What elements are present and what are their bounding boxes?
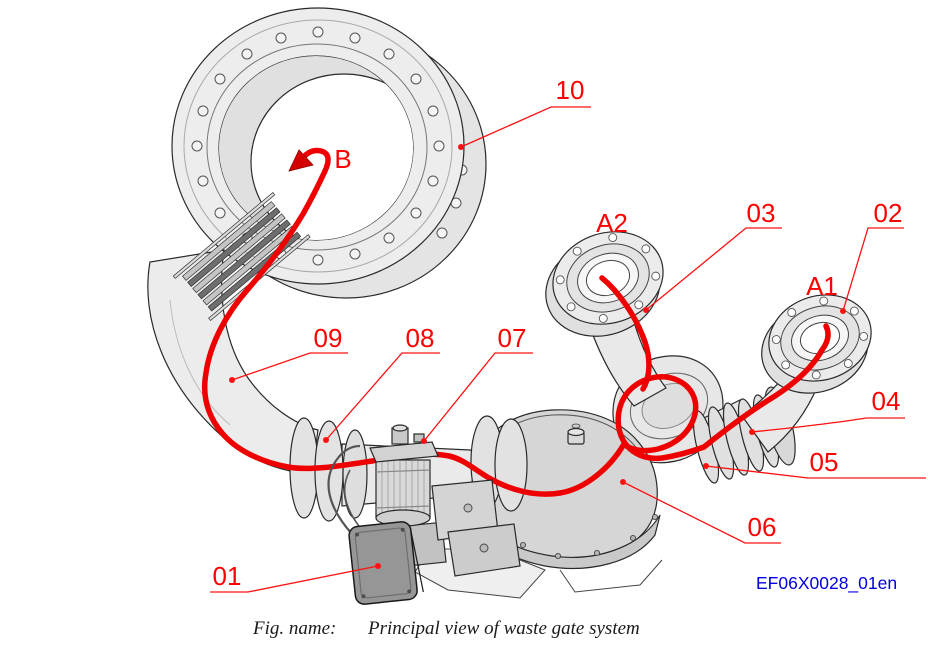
leader-07 <box>421 352 533 444</box>
leader-04 <box>749 417 905 435</box>
gas-flow-path <box>201 147 831 497</box>
flange-bolt-holes <box>191 26 445 266</box>
flange-a1 <box>761 294 872 394</box>
leader-01 <box>210 563 381 593</box>
callout-10: 10 <box>556 75 585 105</box>
callout-04: 04 <box>872 386 901 416</box>
leader-02 <box>840 227 904 314</box>
callout-09: 09 <box>314 323 343 353</box>
junction-box <box>348 521 424 605</box>
drawing-id: EF06X0028_01en <box>756 573 897 594</box>
callout-b: B <box>334 144 351 174</box>
leader-08 <box>323 352 440 443</box>
callout-05: 05 <box>810 447 839 477</box>
flow-main-line <box>201 147 831 497</box>
callout-a1: A1 <box>806 271 838 301</box>
callout-08: 08 <box>406 323 435 353</box>
caption-label: Fig. name: <box>252 618 336 639</box>
figure-caption: Fig. name: Principal view of waste gate … <box>252 618 640 639</box>
flow-direction-arrow <box>288 149 314 172</box>
leader-05 <box>703 463 926 479</box>
leader-06 <box>620 479 781 544</box>
machine-drawing <box>147 7 872 599</box>
callout-01: 01 <box>213 561 242 591</box>
callout-07: 07 <box>498 323 527 353</box>
mounting-bracket-right <box>559 559 663 593</box>
caption-text: Principal view of waste gate system <box>367 618 640 639</box>
actuator-assembly <box>327 424 521 605</box>
callout-03: 03 <box>747 198 776 228</box>
flange-a2 <box>545 231 664 337</box>
callout-a2: A2 <box>596 208 628 238</box>
callout-labels: 10 B A2 03 02 A1 09 08 07 04 05 06 01 <box>213 75 903 591</box>
callout-02: 02 <box>874 198 903 228</box>
actuator-cable-2 <box>343 469 363 531</box>
callout-leaders <box>210 106 926 593</box>
callout-06: 06 <box>748 512 777 542</box>
leader-03 <box>643 227 782 313</box>
leader-10 <box>458 106 591 150</box>
actuator-cylinder <box>369 424 439 527</box>
leader-09 <box>229 352 348 383</box>
actuator-cables <box>327 444 361 535</box>
